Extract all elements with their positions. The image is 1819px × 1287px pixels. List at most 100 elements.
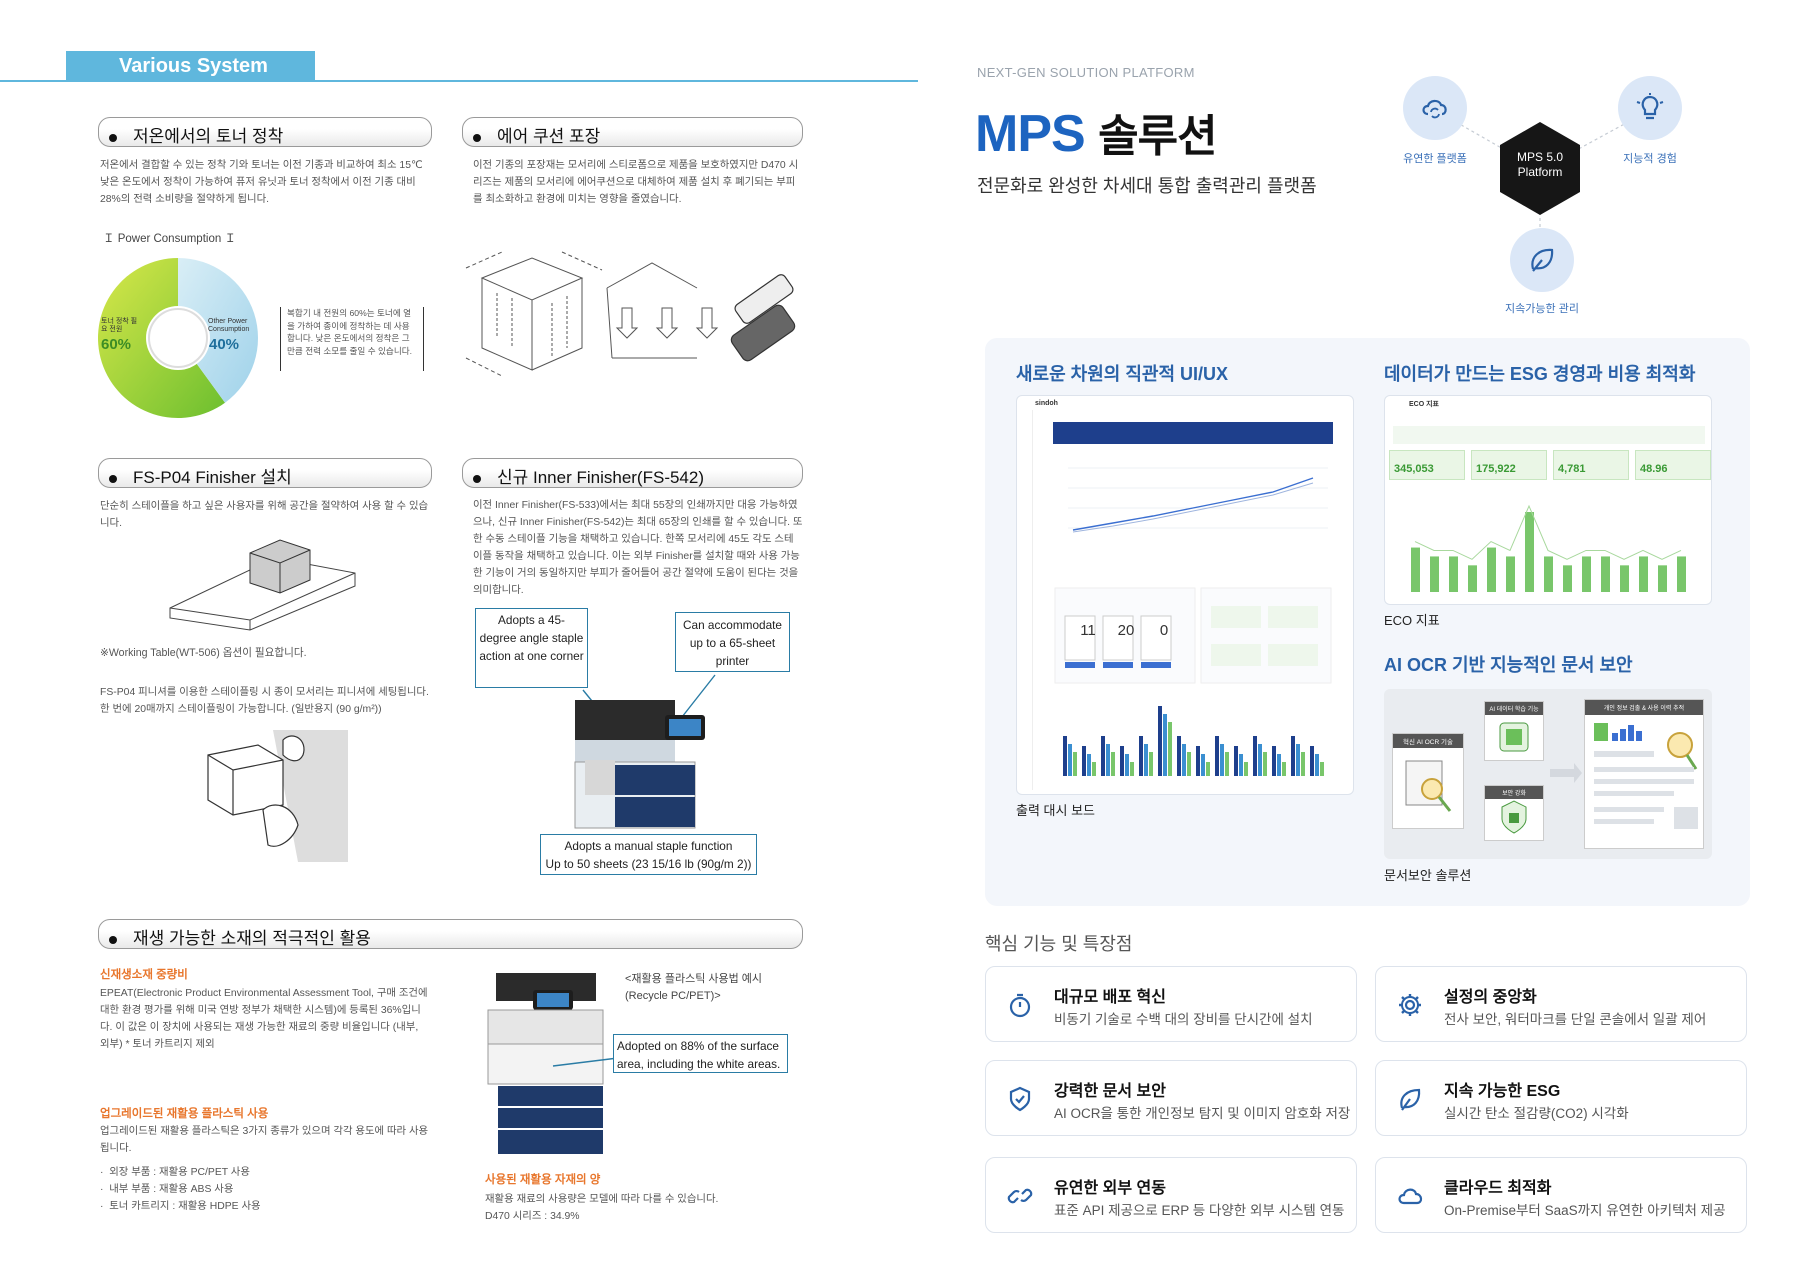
bar xyxy=(1677,556,1686,592)
bar xyxy=(1411,547,1420,592)
panel-heading-uiux: 새로운 차원의 직관적 UI/UX xyxy=(1016,364,1229,384)
bar xyxy=(1315,754,1319,776)
bar xyxy=(1130,762,1134,776)
list-item: · 토너 카트리지 : 재활용 HDPE 사용 xyxy=(100,1201,261,1212)
bar xyxy=(1301,752,1305,776)
bar xyxy=(1506,556,1515,592)
dashboard-bar-chart xyxy=(1063,706,1324,776)
donut-right-value: 40% xyxy=(209,336,240,353)
bar xyxy=(1125,754,1129,776)
platform-node-intelligent-label: 지능적 경험 xyxy=(1623,153,1677,165)
inner-finisher-printer-image xyxy=(574,674,716,829)
bar xyxy=(1468,565,1477,592)
bar xyxy=(1296,744,1300,776)
eco-banner xyxy=(1393,426,1705,444)
bar xyxy=(1244,762,1248,776)
trend-line xyxy=(1414,504,1682,560)
section-tab: Various System xyxy=(66,51,315,81)
bar xyxy=(1258,744,1262,776)
recycle-heading-2: 업그레이드된 재활용 플라스틱 사용 xyxy=(100,1108,269,1120)
bar xyxy=(1177,736,1181,776)
caption-eco: ECO 지표 xyxy=(1384,613,1440,628)
power-donut-chart xyxy=(98,258,259,418)
bar xyxy=(1253,736,1257,776)
section-header-toner: 저온에서의 토너 정착 xyxy=(98,117,432,147)
callout-88-percent: Adopted on 88% of the surface area, incl… xyxy=(613,1034,788,1073)
feature-card-security: 강력한 문서 보안 AI OCR을 통한 개인정보 탐지 및 이미지 암호화 저… xyxy=(985,1060,1357,1136)
eco-stat: 175,922 xyxy=(1471,450,1547,480)
section-header-air: 에어 쿠션 포장 xyxy=(462,117,803,147)
recycle-heading-1: 신재생소재 중량비 xyxy=(100,969,188,981)
dashboard-logo: sindoh xyxy=(1035,400,1058,407)
platform-node-sustainable-label: 지속가능한 관리 xyxy=(1505,303,1579,315)
feature-desc: 전사 보안, 워터마크를 단일 콘솔에서 일괄 제어 xyxy=(1444,1012,1707,1027)
recycle-bullet-list: · 외장 부품 : 재활용 PC/PET 사용 · 내부 부품 : 재활용 AB… xyxy=(100,1164,430,1215)
ocr-card-1: 혁신 AI OCR 기술 xyxy=(1392,733,1464,829)
list-item: · 외장 부품 : 재활용 PC/PET 사용 xyxy=(100,1167,250,1178)
feature-card-central: 설정의 중앙화 전사 보안, 워터마크를 단일 콘솔에서 일괄 제어 xyxy=(1375,966,1747,1042)
feature-title: 설정의 중앙화 xyxy=(1444,989,1537,1006)
recycle-body-1: EPEAT(Electronic Product Environmental A… xyxy=(100,988,428,1050)
bar xyxy=(1068,744,1072,776)
eco-stat: 345,053 xyxy=(1389,450,1465,480)
leaf-icon xyxy=(1400,1088,1421,1111)
panel-heading-esg: 데이터가 만드는 ESG 경영과 비용 최적화 xyxy=(1384,364,1696,384)
feature-card-cloud: 클라우드 최적화 On-Premise부터 SaaS까지 유연한 아키텍처 제공 xyxy=(1375,1157,1747,1233)
bar xyxy=(1272,746,1276,776)
eco-screenshot: ECO 지표 345,053 175,922 4,781 48.96 xyxy=(1384,395,1712,605)
working-table-illustration xyxy=(169,539,356,631)
power-consumption-label: Ｉ Power Consumption Ｉ xyxy=(103,233,236,245)
recycle-example-caption: <재활용 플라스틱 사용법 예시 (Recycle PC/PET)> xyxy=(625,973,763,1002)
gear-icon xyxy=(1399,994,1421,1016)
section-header-fsp04: FS-P04 Finisher 설치 xyxy=(98,458,432,488)
bar xyxy=(1063,736,1067,776)
fsp04-body2: FS-P04 피니셔를 이용한 스테이플링 시 종이 모서리는 피니셔에 세팅됩… xyxy=(100,687,429,715)
bar xyxy=(1220,744,1224,776)
bar xyxy=(1277,754,1281,776)
bar xyxy=(1310,746,1314,776)
recycle-heading-3: 사용된 재활용 자재의 양 xyxy=(485,1174,601,1186)
bar xyxy=(1206,762,1210,776)
bar xyxy=(1291,736,1295,776)
ocr-graphics xyxy=(1405,722,1698,834)
bar xyxy=(1525,512,1534,592)
bar xyxy=(1239,754,1243,776)
fsp04-note: ※Working Table(WT-506) 옵션이 필요합니다. xyxy=(100,647,307,659)
bar xyxy=(1639,556,1648,592)
platform-node-flexible-label: 유연한 플랫폼 xyxy=(1403,153,1467,165)
bar xyxy=(1487,547,1496,592)
feature-desc: 표준 API 제공으로 ERP 등 다양한 외부 시스템 연동 xyxy=(1054,1203,1345,1218)
bar xyxy=(1144,744,1148,776)
bar xyxy=(1106,744,1110,776)
bar xyxy=(1187,752,1191,776)
feature-desc: AI OCR을 통한 개인정보 탐지 및 이미지 암호화 저장 xyxy=(1054,1106,1351,1121)
packaging-illustration xyxy=(465,251,796,377)
feature-desc: 실시간 탄소 절감량(CO2) 시각화 xyxy=(1444,1106,1629,1121)
bar xyxy=(1449,556,1458,592)
feature-title: 강력한 문서 보안 xyxy=(1054,1083,1166,1100)
toner-note: 복합기 내 전원의 60%는 토너에 열을 가하여 종이에 정착하는 데 사용합… xyxy=(280,307,424,371)
shield-check-icon xyxy=(1009,1086,1031,1112)
bar xyxy=(1225,752,1229,776)
recycled-printer-image xyxy=(487,973,618,1154)
callout-45-degree: Adopts a 45- degree angle staple action … xyxy=(475,608,588,688)
donut-slice-other xyxy=(178,258,259,403)
eco-stat-row: 345,053 175,922 4,781 48.96 xyxy=(1389,450,1711,480)
toner-body: 저온에서 결합할 수 있는 정착 기와 토너는 이전 기종과 비교하여 최소 1… xyxy=(100,160,423,205)
timer-icon xyxy=(1009,993,1031,1018)
bar xyxy=(1182,744,1186,776)
bar xyxy=(1430,556,1439,592)
dashboard-stat-3: 0 xyxy=(1159,622,1169,639)
recycle-body-3: 재활용 재료의 사용량은 모델에 따라 다를 수 있습니다. xyxy=(485,1194,719,1205)
eco-bar-chart xyxy=(1411,504,1686,592)
bar xyxy=(1601,556,1610,592)
page-subtitle: 전문화로 완성한 차세대 통합 출력관리 플랫폼 xyxy=(977,176,1317,196)
recycle-body-4: D470 시리즈 : 34.9% xyxy=(485,1211,580,1222)
bar xyxy=(1544,556,1553,592)
dashboard-navbar xyxy=(1053,422,1333,444)
bar xyxy=(1139,736,1143,776)
inner-body: 이전 Inner Finisher(FS-533)에서는 최대 55장의 인쇄까… xyxy=(473,500,803,596)
eco-stat: 4,781 xyxy=(1553,450,1629,480)
feature-desc: 비동기 기술로 수백 대의 장비를 단시간에 설치 xyxy=(1054,1012,1313,1027)
